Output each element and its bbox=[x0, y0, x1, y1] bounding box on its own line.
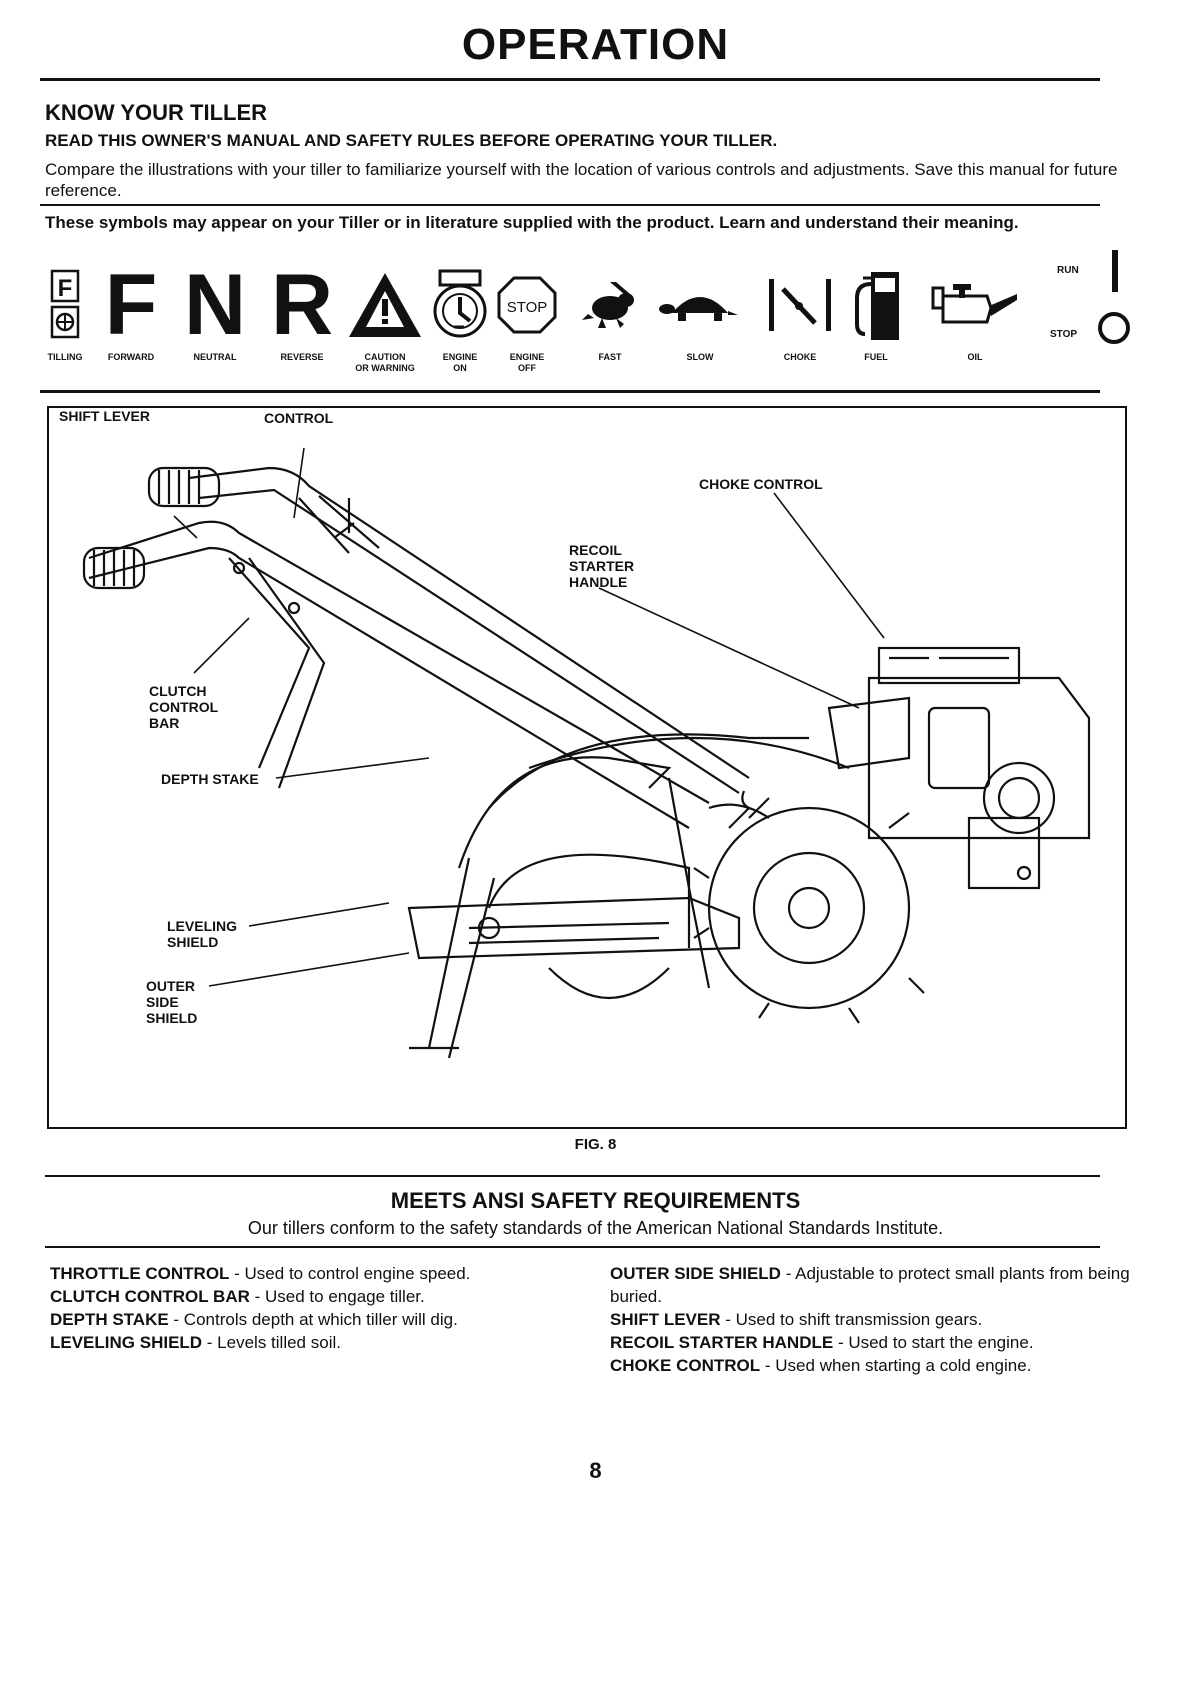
symbol-rule bbox=[40, 390, 1100, 393]
svg-text:STOP: STOP bbox=[507, 299, 548, 316]
svg-text:F: F bbox=[58, 275, 73, 302]
symbol-engine-on: ENGINE ON bbox=[425, 265, 495, 373]
tilling-icon: F bbox=[40, 265, 90, 345]
symbol-label: TILLING bbox=[47, 352, 83, 362]
symbol-label: ENGINE ON bbox=[442, 352, 478, 373]
definition-item: DEPTH STAKE - Controls depth at which ti… bbox=[50, 1310, 458, 1329]
tiller-figure: SHIFT LEVER THROTTLE CONTROL CHOKE CONTR… bbox=[47, 406, 1127, 1129]
symbol-forward: F FORWARD bbox=[90, 257, 172, 362]
fuel-pump-icon bbox=[840, 265, 912, 345]
definition-item: SHIFT LEVER - Used to shift transmission… bbox=[610, 1310, 983, 1329]
callout-choke-control: CHOKE CONTROL bbox=[699, 476, 823, 492]
callout-shift-lever: SHIFT LEVER bbox=[59, 408, 151, 424]
reverse-icon: R bbox=[270, 257, 334, 353]
symbol-label: CHOKE bbox=[783, 352, 817, 362]
symbols-intro: These symbols may appear on your Tiller … bbox=[45, 213, 1019, 232]
oil-can-icon bbox=[925, 265, 1025, 345]
callout-clutch-control-bar: CLUTCH CONTROL BAR bbox=[149, 683, 219, 731]
definitions-right: OUTER SIDE SHIELD - Adjustable to protec… bbox=[610, 1262, 1130, 1377]
title-rule bbox=[40, 78, 1100, 81]
symbol-engine-off: STOP ENGINE OFF bbox=[492, 265, 562, 373]
choke-icon bbox=[760, 265, 840, 345]
symbol-label: CAUTION OR WARNING bbox=[355, 352, 415, 373]
ansi-rule-top bbox=[45, 1175, 1100, 1177]
symbol-label: NEUTRAL bbox=[193, 352, 237, 362]
definition-item: RECOIL STARTER HANDLE - Used to start th… bbox=[610, 1333, 1034, 1352]
symbol-caution: CAUTION OR WARNING bbox=[340, 265, 430, 373]
section-subheading: READ THIS OWNER'S MANUAL AND SAFETY RULE… bbox=[45, 131, 778, 150]
engine-off-icon: STOP bbox=[492, 265, 562, 345]
symbol-fast: FAST bbox=[575, 265, 645, 362]
rabbit-icon bbox=[575, 265, 645, 345]
ansi-text: Our tillers conform to the safety standa… bbox=[247, 1218, 944, 1238]
stop-icon bbox=[1098, 312, 1130, 344]
forward-icon: F bbox=[104, 257, 158, 353]
callout-recoil-starter-handle: RECOIL STARTER HANDLE bbox=[569, 542, 635, 590]
callout-depth-stake: DEPTH STAKE bbox=[161, 771, 259, 787]
symbol-label: FORWARD bbox=[107, 352, 155, 362]
symbol-label: REVERSE bbox=[280, 352, 324, 362]
symbol-choke: CHOKE bbox=[760, 265, 840, 362]
symbol-label: SLOW bbox=[686, 352, 714, 362]
symbol-label: ENGINE OFF bbox=[509, 352, 545, 373]
symbol-reverse: R REVERSE bbox=[262, 257, 342, 362]
definition-item: OUTER SIDE SHIELD - Adjustable to protec… bbox=[610, 1264, 1130, 1306]
tiller-illustration bbox=[82, 447, 1091, 1059]
symbol-label: FAST bbox=[598, 352, 622, 362]
ansi-rule-bottom bbox=[45, 1246, 1100, 1248]
turtle-icon bbox=[655, 265, 745, 345]
definition-item: THROTTLE CONTROL - Used to control engin… bbox=[50, 1264, 471, 1283]
definition-item: LEVELING SHIELD - Levels tilled soil. bbox=[50, 1333, 341, 1352]
symbol-oil: OIL bbox=[925, 265, 1025, 362]
figure-caption: FIG. 8 bbox=[574, 1136, 617, 1153]
intro-rule bbox=[40, 204, 1100, 206]
ansi-heading: MEETS ANSI SAFETY REQUIREMENTS bbox=[390, 1188, 801, 1213]
section-heading: KNOW YOUR TILLER bbox=[45, 100, 268, 125]
symbol-neutral: N NEUTRAL bbox=[175, 257, 255, 362]
leader-lines bbox=[173, 447, 885, 987]
definition-item: CHOKE CONTROL - Used when starting a col… bbox=[610, 1356, 1032, 1375]
page-title: OPERATION bbox=[461, 20, 730, 69]
caution-icon bbox=[340, 265, 430, 345]
symbol-row: F TILLING F FORWARD N NEUTRAL R REVERSE … bbox=[40, 250, 1150, 375]
symbol-fuel: FUEL bbox=[840, 265, 912, 362]
symbol-slow: SLOW bbox=[655, 265, 745, 362]
page-number: 8 bbox=[589, 1458, 602, 1483]
symbol-label: OIL bbox=[967, 352, 983, 362]
symbol-run-stop: RUN STOP bbox=[1040, 250, 1145, 355]
callout-leveling-shield: LEVELING SHIELD bbox=[167, 918, 238, 950]
definitions-left: THROTTLE CONTROL - Used to control engin… bbox=[50, 1262, 570, 1354]
callout-throttle-control: THROTTLE CONTROL bbox=[264, 408, 339, 426]
symbol-label: FUEL bbox=[864, 352, 888, 362]
run-label: RUN bbox=[1057, 265, 1079, 276]
neutral-icon: N bbox=[183, 257, 247, 353]
engine-on-icon bbox=[425, 265, 495, 345]
run-icon bbox=[1112, 250, 1118, 292]
definition-item: CLUTCH CONTROL BAR - Used to engage till… bbox=[50, 1287, 425, 1306]
stop-label: STOP bbox=[1050, 329, 1078, 340]
intro-paragraph: Compare the illustrations with your till… bbox=[45, 160, 1118, 200]
callout-outer-side-shield: OUTER SIDE SHIELD bbox=[146, 978, 198, 1026]
symbol-tilling: F TILLING bbox=[40, 265, 90, 362]
